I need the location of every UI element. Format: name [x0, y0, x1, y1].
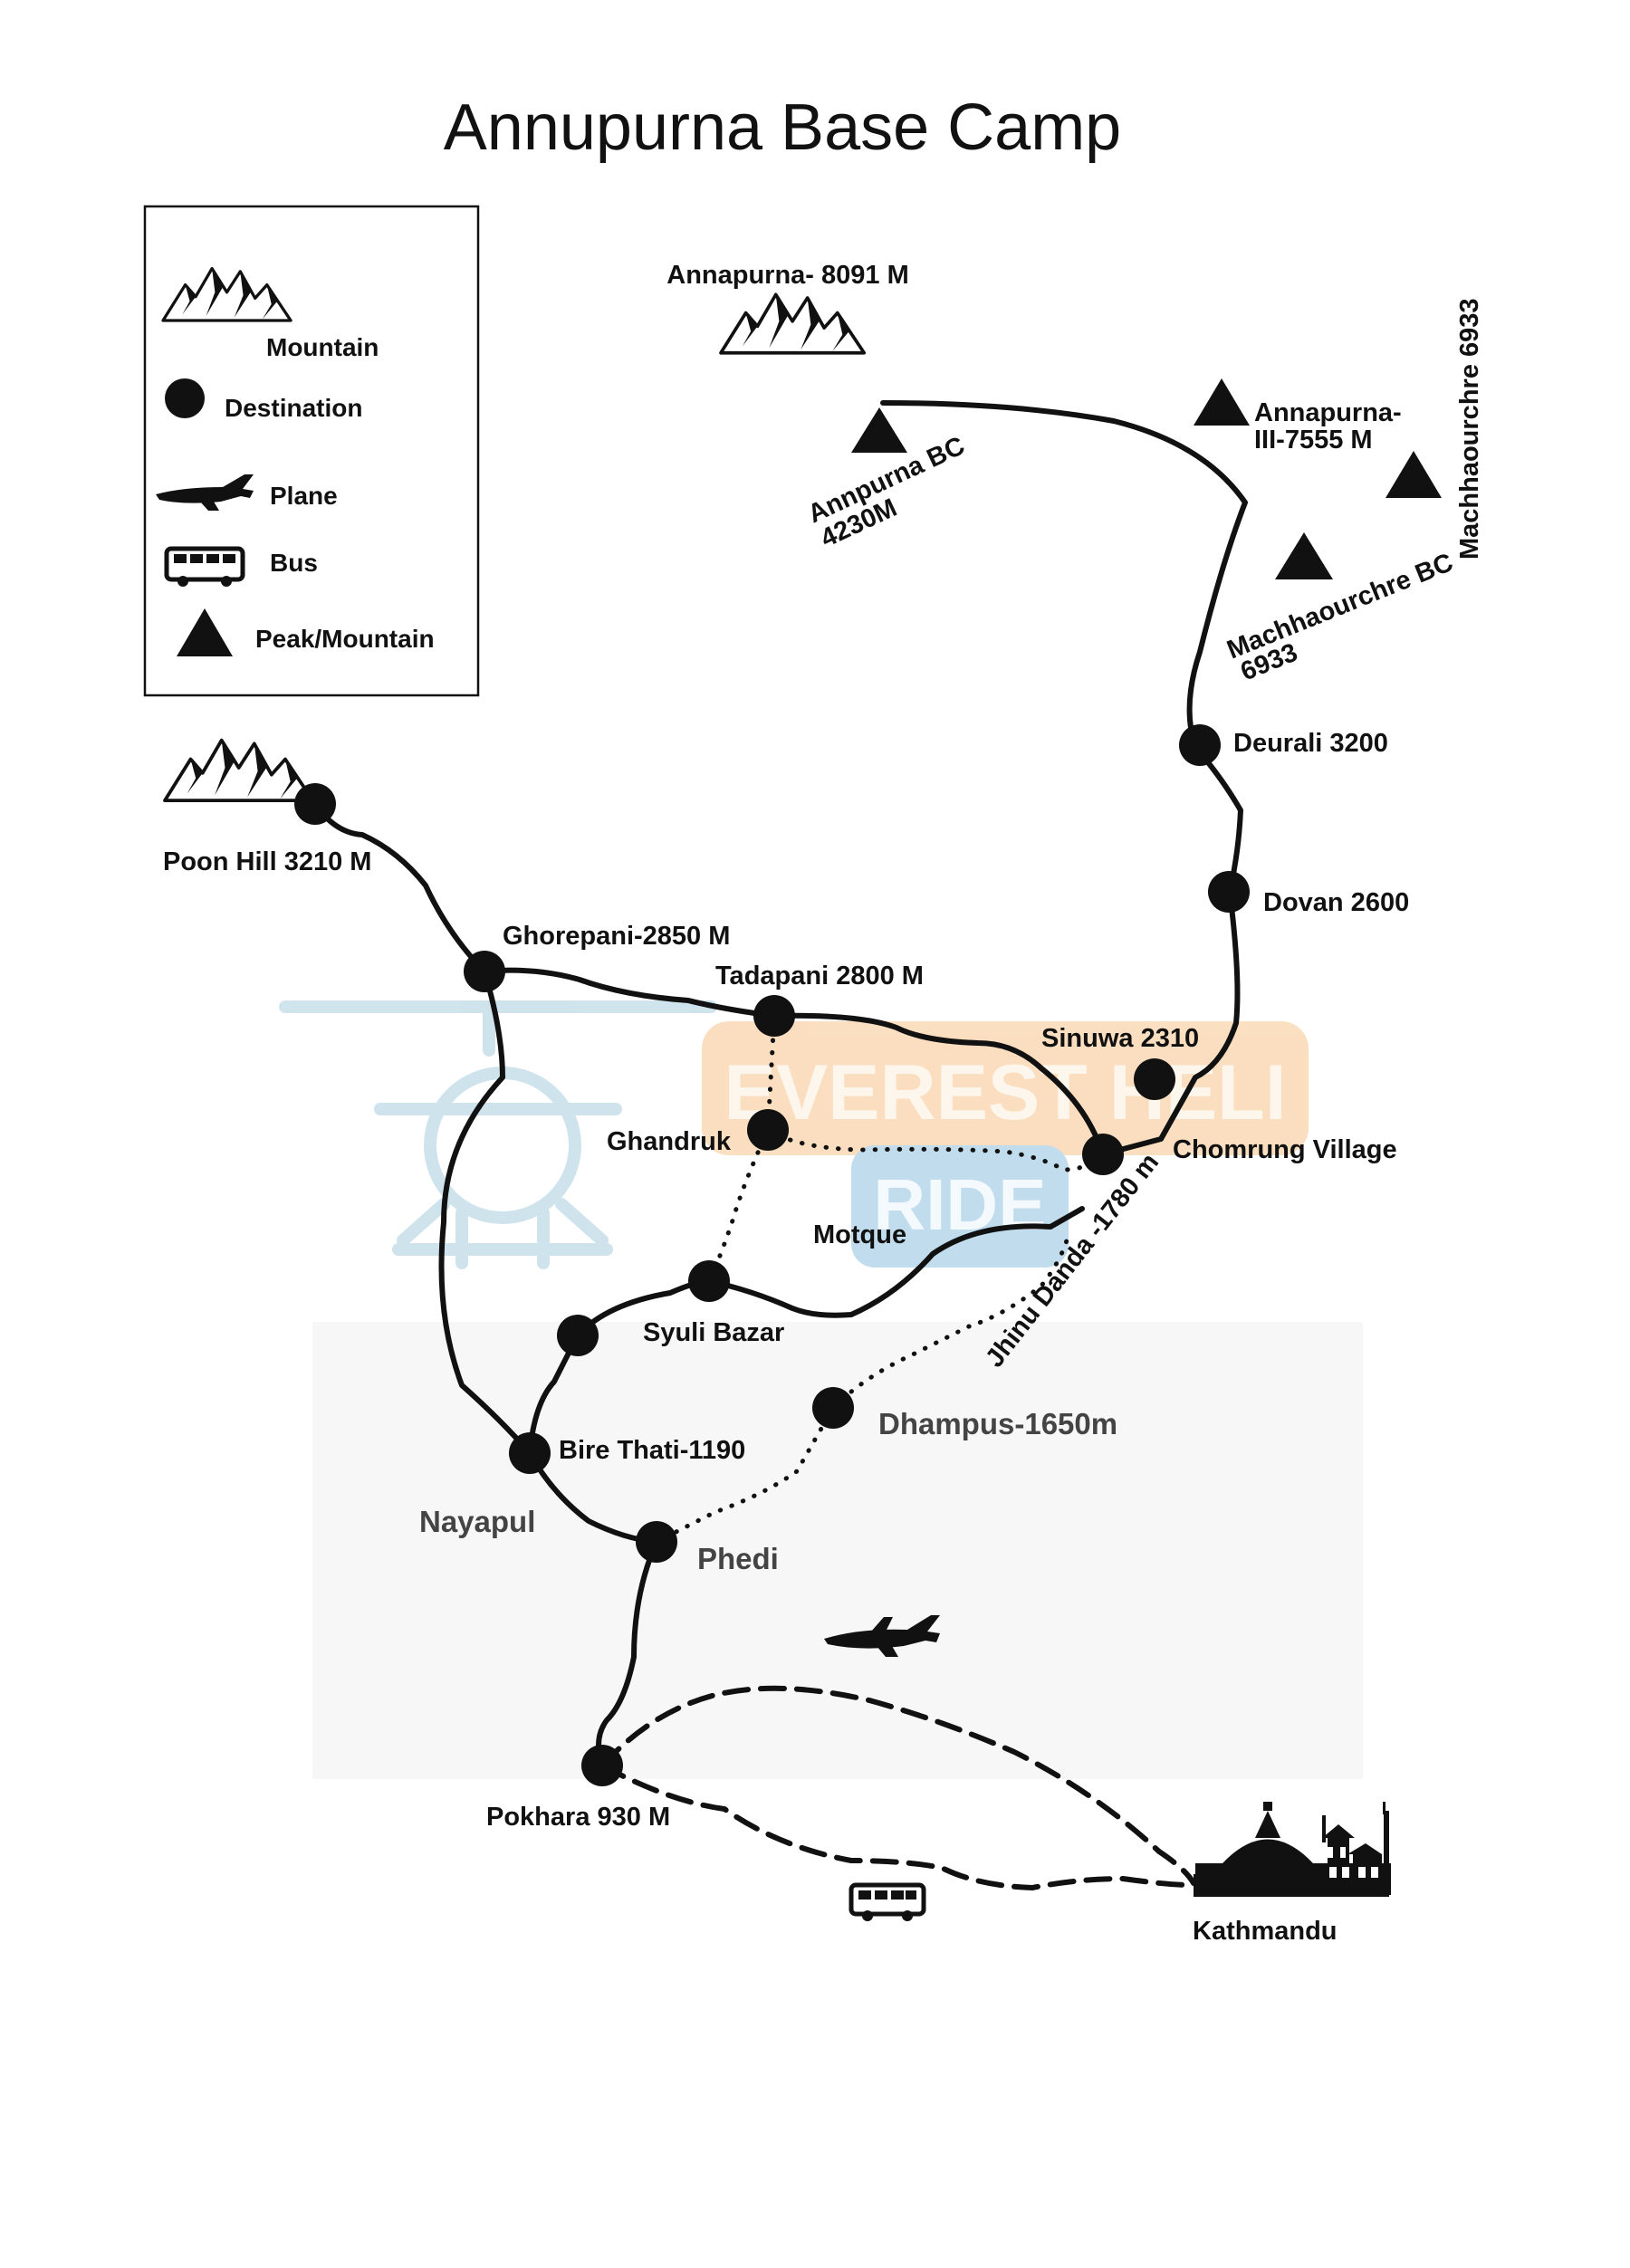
watermark-badge-top	[702, 1021, 1309, 1155]
plane-icon	[824, 1615, 940, 1657]
legend-destination-label: Destination	[225, 394, 362, 422]
legend-peak-label: Peak/Mountain	[255, 625, 435, 653]
pokhara-marker	[581, 1745, 623, 1786]
bire-thati-label: Bire Thati-1190	[559, 1436, 745, 1465]
nayapul-label: Nayapul	[419, 1505, 535, 1538]
map-title: Annupurna Base Camp	[444, 91, 1121, 164]
legend-plane-label: Plane	[270, 482, 338, 510]
machhaourchre-peak-label: Machhaourchre 6933	[1455, 298, 1484, 560]
road-route-dashed	[599, 1685, 1196, 1891]
legend-plane-icon	[156, 474, 254, 511]
dovan-label: Dovan 2600	[1263, 888, 1409, 917]
poon-hill-marker	[294, 783, 336, 825]
legend-mountain-label: Mountain	[266, 333, 379, 361]
syuli-bazar-label: Syuli Bazar	[643, 1318, 784, 1347]
peaks	[851, 378, 1442, 579]
watermark: EVEREST HELI RIDE	[279, 1000, 1309, 1269]
annapurna-3-label-line2: III-7555 M	[1254, 426, 1373, 455]
helicopter-watermark-icon	[279, 1000, 717, 1269]
annapurna-mountain-icon	[719, 292, 867, 355]
ghandruk-marker	[747, 1109, 789, 1151]
dovan-marker	[1208, 871, 1250, 913]
annapurna-3-peak-icon	[1194, 378, 1250, 426]
bus-icon	[849, 1882, 926, 1921]
poon-hill-label: Poon Hill 3210 M	[163, 847, 371, 876]
phedi-marker	[636, 1521, 677, 1563]
ghorepani-marker	[464, 951, 505, 992]
deurali-marker	[1179, 724, 1221, 766]
trek-route-dotted	[654, 1013, 1106, 1545]
machhaourchre-bc-peak-icon	[1275, 532, 1333, 579]
watermark-badge-bottom	[851, 1145, 1069, 1268]
deurali-label: Deurali 3200	[1233, 729, 1388, 758]
tadapani-label: Tadapani 2800 M	[715, 962, 924, 990]
legend-bus-icon	[164, 546, 245, 587]
legend-destination-icon	[165, 378, 205, 418]
bire-thati-marker	[509, 1432, 551, 1474]
trek-route-solid	[312, 400, 1248, 1768]
motque-marker	[688, 1260, 730, 1302]
machhaourchre-bc-label: Machhaourchre BC	[1223, 548, 1458, 665]
legend: Mountain Destination Plane Bus Peak/Moun…	[143, 205, 480, 697]
pokhara-label: Pokhara 930 M	[486, 1803, 670, 1832]
kathmandu-stupa-icon	[1194, 1802, 1391, 1897]
motque-label: Motque	[813, 1220, 906, 1249]
kathmandu-label: Kathmandu	[1193, 1917, 1338, 1946]
legend-bus-label: Bus	[270, 549, 318, 577]
sinuwa-label: Sinuwa 2310	[1041, 1024, 1199, 1053]
annapurna-3-label-line1: Annapurna-	[1254, 398, 1402, 427]
chomrung-label: Chomrung Village	[1173, 1135, 1397, 1164]
poon-hill-mountain-icon	[163, 738, 315, 802]
annapurna-label: Annapurna- 8091 M	[666, 261, 909, 290]
syuli-bazar-marker	[557, 1315, 599, 1356]
dhampus-label: Dhampus-1650m	[878, 1407, 1117, 1440]
chomrung-marker	[1082, 1134, 1124, 1175]
legend-box	[143, 205, 480, 697]
ghandruk-label: Ghandruk	[607, 1127, 732, 1156]
sinuwa-marker	[1134, 1058, 1175, 1100]
dhampus-marker	[812, 1387, 854, 1429]
watermark-text-top: EVEREST HELI	[724, 1049, 1286, 1136]
destinations	[294, 724, 1250, 1786]
machhaourchre-peak-icon	[1386, 451, 1442, 498]
watermark-text-bottom: RIDE	[873, 1164, 1046, 1245]
annapurna-bc-peak-icon	[851, 407, 907, 453]
legend-peak-icon	[177, 608, 233, 656]
phedi-label: Phedi	[697, 1542, 779, 1575]
tadapani-marker	[753, 995, 795, 1037]
ghorepani-label: Ghorepani-2850 M	[503, 922, 730, 951]
